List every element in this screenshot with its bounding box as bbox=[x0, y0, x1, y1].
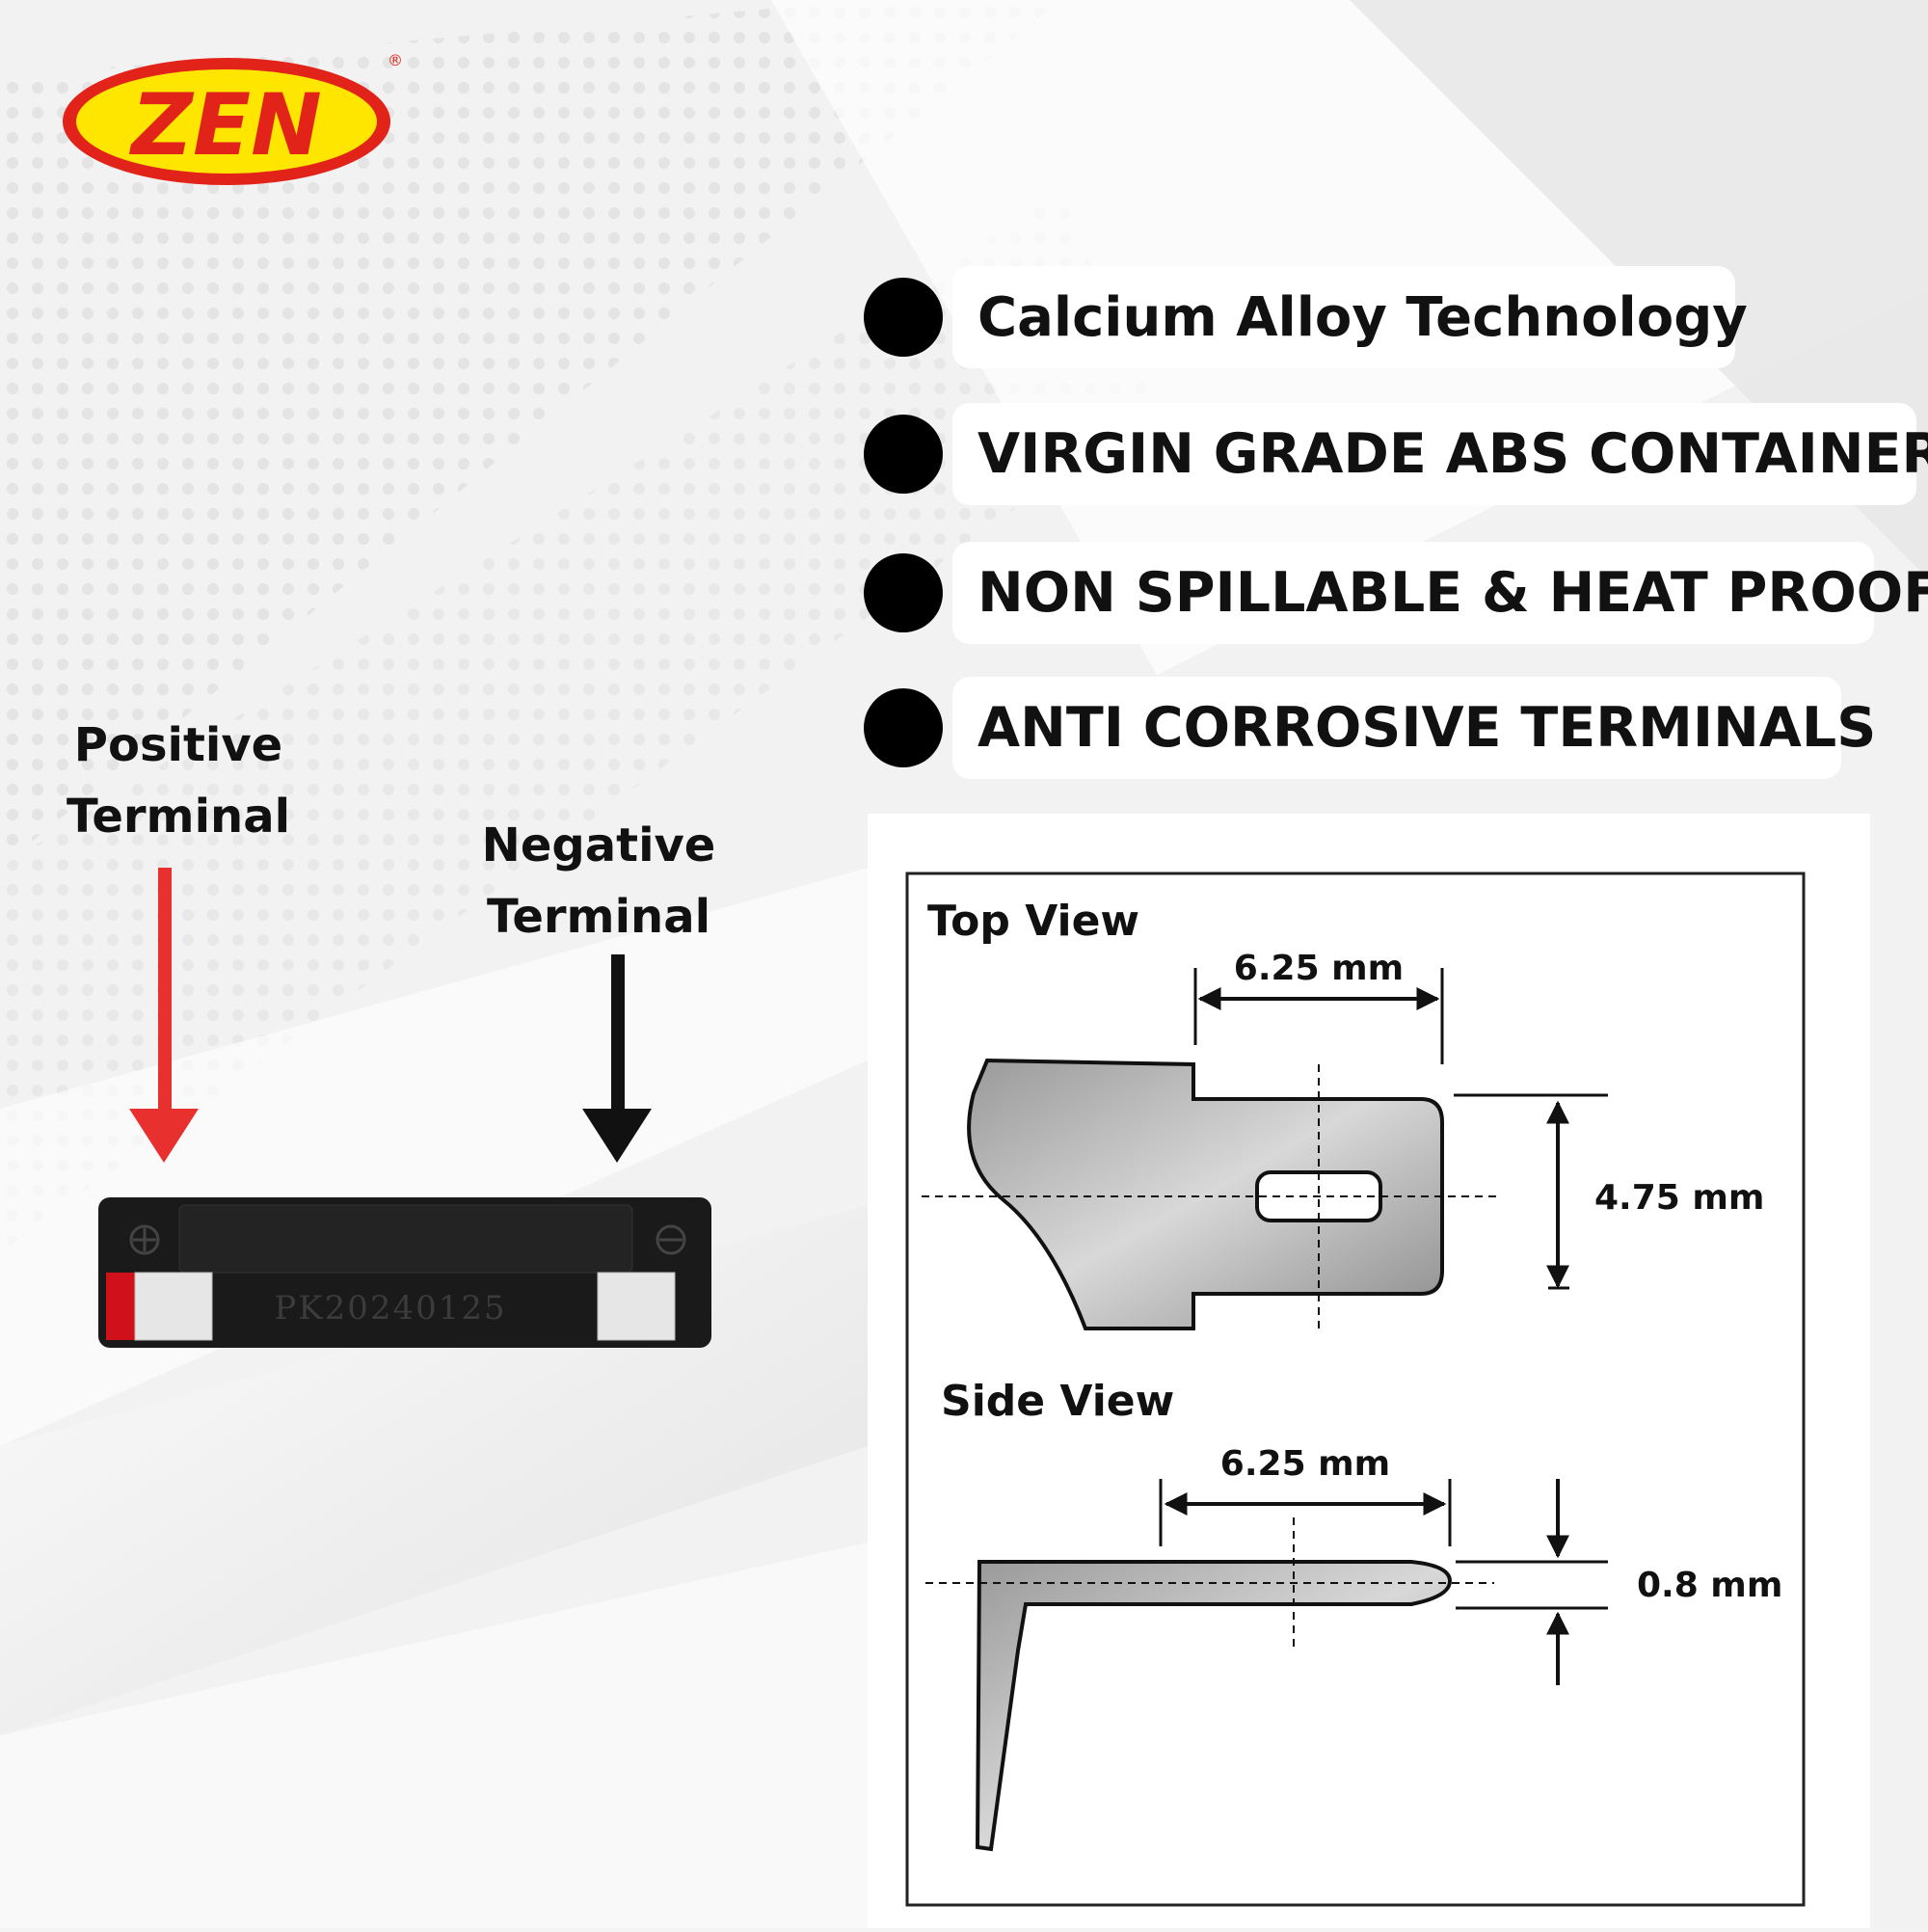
zen-logo: ZEN ® bbox=[63, 51, 403, 185]
bullet-icon bbox=[864, 278, 943, 357]
battery-serial: PK20240125 bbox=[274, 1289, 506, 1328]
feature-label: ANTI CORROSIVE TERMINALS bbox=[952, 677, 1876, 779]
bullet-icon bbox=[864, 415, 943, 494]
top-view-title: Top View bbox=[927, 897, 1139, 946]
negative-arrow-icon bbox=[582, 954, 652, 1163]
logo-text: ZEN bbox=[128, 75, 322, 174]
top-view-height-label: 4.75 mm bbox=[1594, 1178, 1764, 1218]
negative-terminal-label: Negative Terminal bbox=[481, 818, 716, 944]
top-view-width-label: 6.25 mm bbox=[1234, 949, 1404, 988]
diagram-drawing: Top View 6.25 mm 4.75 mm Side View 6.25 … bbox=[905, 872, 1806, 1907]
bullet-icon bbox=[864, 553, 943, 632]
bullet-icon bbox=[864, 688, 943, 767]
feature-label: NON SPILLABLE & HEAT PROOF bbox=[952, 542, 1928, 644]
terminal-dimension-diagram: Top View 6.25 mm 4.75 mm Side View 6.25 … bbox=[868, 814, 1870, 1928]
positive-terminal-label: Positive Terminal bbox=[66, 718, 291, 844]
side-view-thickness-label: 0.8 mm bbox=[1637, 1566, 1782, 1605]
feature-label: VIRGIN GRADE ABS CONTAINER bbox=[952, 403, 1928, 505]
registered-mark: ® bbox=[388, 51, 403, 69]
battery-image: PK20240125 bbox=[98, 1197, 711, 1348]
side-view-width-label: 6.25 mm bbox=[1220, 1444, 1390, 1484]
side-view-title: Side View bbox=[941, 1377, 1174, 1426]
positive-arrow-icon bbox=[129, 868, 199, 1163]
feature-label: Calcium Alloy Technology bbox=[952, 266, 1748, 368]
